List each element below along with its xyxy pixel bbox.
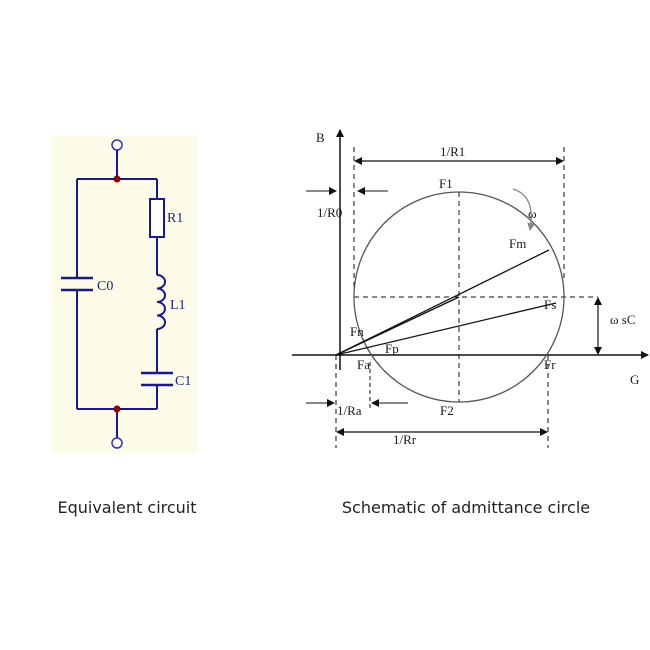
vector-fm bbox=[335, 249, 550, 356]
resistor-r1 bbox=[149, 198, 165, 238]
label-omega-sc: ω sC bbox=[610, 312, 636, 327]
label-c0: C0 bbox=[97, 279, 113, 294]
bottom-junction-node bbox=[113, 405, 121, 413]
label-one-over-r1: 1/R1 bbox=[440, 144, 465, 159]
label-fn: Fn bbox=[350, 324, 364, 339]
admittance-caption: Schematic of admittance circle bbox=[341, 498, 591, 517]
inductor-l1 bbox=[156, 274, 166, 330]
admittance-circle-diagram: B G 1/R1 1/R0 ω ω sC bbox=[290, 125, 650, 450]
dashed-guides bbox=[335, 147, 598, 448]
label-l1: L1 bbox=[170, 298, 186, 313]
circuit-background bbox=[52, 135, 198, 453]
label-fa: Fa bbox=[357, 357, 370, 372]
label-one-over-rr: 1/Rr bbox=[393, 432, 417, 447]
label-omega: ω bbox=[528, 206, 537, 221]
top-junction-node bbox=[113, 175, 121, 183]
label-r1: R1 bbox=[167, 211, 183, 226]
circuit-schematic: C0 R1 L1 C1 bbox=[52, 135, 198, 453]
circuit-caption: Equivalent circuit bbox=[57, 498, 197, 517]
g-axis-label: G bbox=[630, 372, 639, 387]
label-f1: F1 bbox=[439, 176, 453, 191]
equivalent-circuit: C0 R1 L1 C1 bbox=[52, 135, 198, 453]
label-f2: F2 bbox=[440, 403, 454, 418]
label-fp: Fp bbox=[385, 341, 399, 356]
capacitor-c0 bbox=[61, 276, 93, 292]
admittance-schematic: B G 1/R1 1/R0 ω ω sC bbox=[292, 129, 649, 448]
admittance-circle bbox=[353, 191, 565, 403]
top-terminal bbox=[111, 139, 123, 151]
vector-center bbox=[335, 296, 460, 356]
label-c1: C1 bbox=[175, 374, 191, 389]
bottom-terminal bbox=[111, 437, 123, 449]
label-fs: Fs bbox=[544, 297, 556, 312]
label-fr: Fr bbox=[544, 357, 556, 372]
vector-fs bbox=[335, 302, 557, 356]
b-axis-label: B bbox=[316, 130, 325, 145]
label-fm: Fm bbox=[509, 236, 526, 251]
label-one-over-r0: 1/R0 bbox=[317, 205, 342, 220]
omega-rotation-arrow bbox=[512, 188, 536, 231]
capacitor-c1 bbox=[141, 371, 173, 387]
label-one-over-ra: 1/Ra bbox=[337, 403, 362, 418]
